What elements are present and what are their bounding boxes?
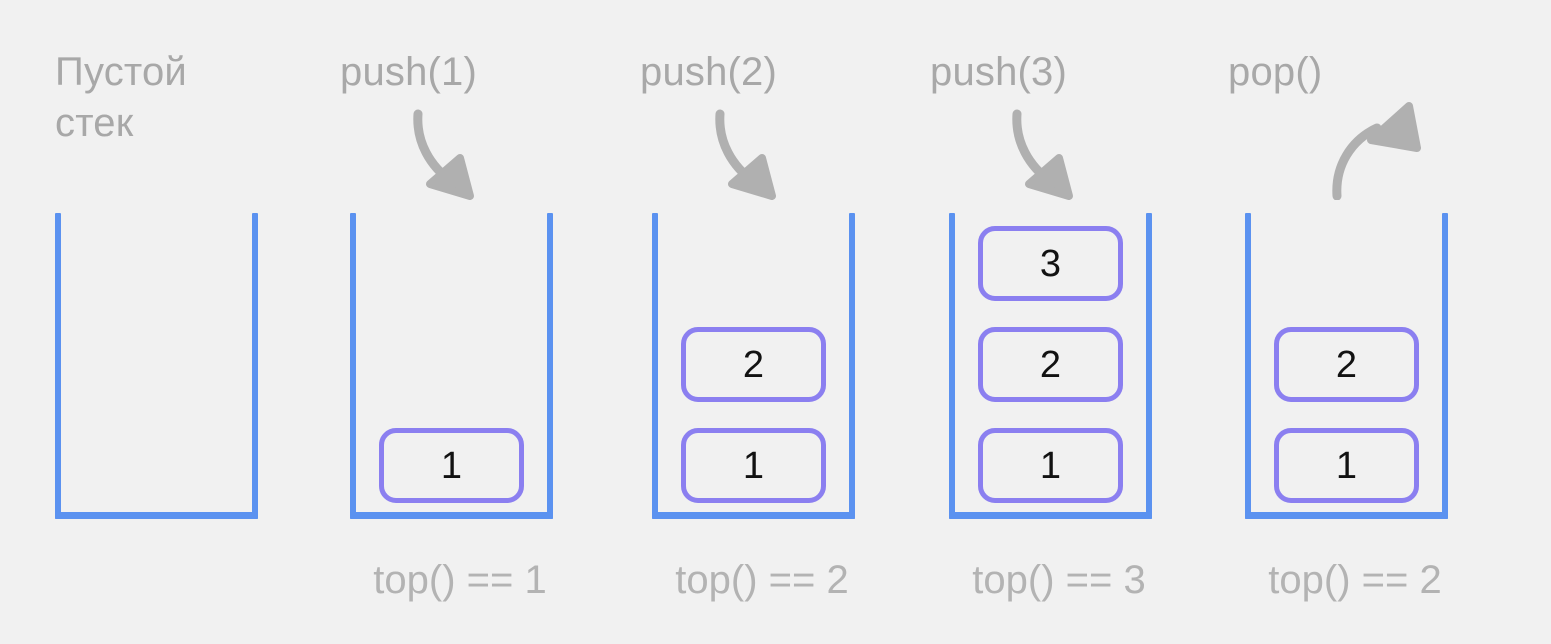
push-down-right-arrow-icon	[710, 108, 820, 204]
stack-wall-bottom	[1245, 512, 1448, 519]
operation-label-push-3: push(3)	[930, 50, 1068, 94]
stack-item: 2	[978, 327, 1123, 402]
stack-caption-push-1: top() == 1	[373, 558, 547, 602]
stack-items-push-1: 1	[350, 428, 553, 512]
stack-wall-right	[849, 213, 855, 519]
stack-wall-left	[652, 213, 658, 519]
stack-column-push-1: push(1) 1 top() == 1	[340, 0, 647, 644]
stack-items-empty-stack	[55, 503, 258, 512]
stack-item: 2	[1274, 327, 1419, 402]
stack-item: 3	[978, 226, 1123, 301]
stack-wall-right	[1442, 213, 1448, 519]
stack-wall-left	[949, 213, 955, 519]
stack-item: 1	[1274, 428, 1419, 503]
stack-items-push-3: 1 2 3	[949, 226, 1152, 512]
stack-wall-right	[252, 213, 258, 519]
operation-label-pop: pop()	[1228, 50, 1323, 94]
stack-column-empty-stack: Пустой стек	[55, 0, 352, 644]
stack-container-push-3: 1 2 3	[949, 213, 1152, 519]
stack-wall-bottom	[949, 512, 1152, 519]
push-down-right-arrow-icon	[408, 108, 518, 204]
operation-label-empty-stack: Пустой стек	[55, 50, 187, 145]
stack-container-push-1: 1	[350, 213, 553, 519]
stack-wall-right	[1146, 213, 1152, 519]
stack-wall-bottom	[350, 512, 553, 519]
stack-item: 2	[681, 327, 826, 402]
stack-item: 1	[978, 428, 1123, 503]
operation-label-push-1: push(1)	[340, 50, 478, 94]
stack-wall-right	[547, 213, 553, 519]
stack-wall-left	[55, 213, 61, 519]
pop-up-right-arrow-icon	[1325, 100, 1445, 201]
stack-wall-bottom	[652, 512, 855, 519]
stack-caption-push-3: top() == 3	[972, 558, 1146, 602]
stack-item: 1	[379, 428, 524, 503]
push-down-right-arrow-icon	[1007, 108, 1117, 204]
stack-wall-left	[1245, 213, 1251, 519]
stack-container-empty-stack	[55, 213, 258, 519]
stack-wall-left	[350, 213, 356, 519]
stack-column-push-3: push(3) 1 2 3 top() == 3	[930, 0, 1246, 644]
stack-item: 1	[681, 428, 826, 503]
stack-caption-push-2: top() == 2	[675, 558, 849, 602]
stack-wall-bottom	[55, 512, 258, 519]
operation-label-push-2: push(2)	[640, 50, 778, 94]
stack-caption-pop: top() == 2	[1268, 558, 1442, 602]
